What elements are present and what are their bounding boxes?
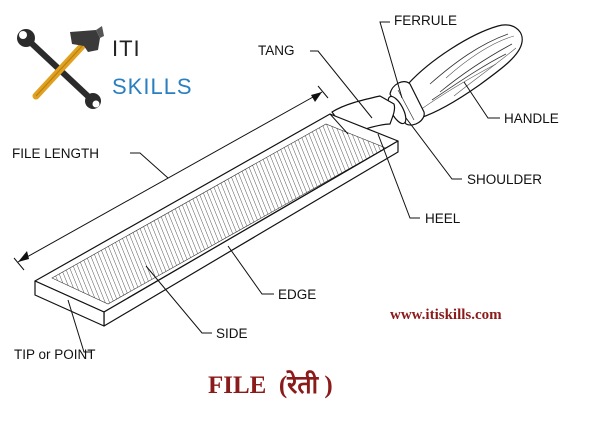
label-heel: HEEL xyxy=(425,211,461,226)
label-tip: TIP or POINT xyxy=(14,347,96,362)
diagram-caption: FILE (रेती ) xyxy=(208,370,333,399)
logo-line1: ITI xyxy=(112,36,141,61)
file-illustration xyxy=(34,24,523,327)
leader-lines xyxy=(67,21,500,353)
logo: ITI SKILLS xyxy=(17,26,193,109)
label-edge: EDGE xyxy=(278,287,316,302)
label-file-length: FILE LENGTH xyxy=(12,146,99,161)
label-side: SIDE xyxy=(216,326,248,341)
website-url: www.itiskills.com xyxy=(390,307,502,323)
logo-line2: SKILLS xyxy=(112,74,193,99)
label-handle: HANDLE xyxy=(504,111,559,126)
file-cut-teeth xyxy=(51,123,387,305)
label-ferrule: FERRULE xyxy=(394,13,457,28)
handle-shape xyxy=(407,24,523,119)
label-shoulder: SHOULDER xyxy=(467,172,542,187)
file-length-dimension xyxy=(13,85,329,271)
crossed-wrench-hammer-icon xyxy=(17,26,104,109)
label-tang: TANG xyxy=(258,43,295,58)
